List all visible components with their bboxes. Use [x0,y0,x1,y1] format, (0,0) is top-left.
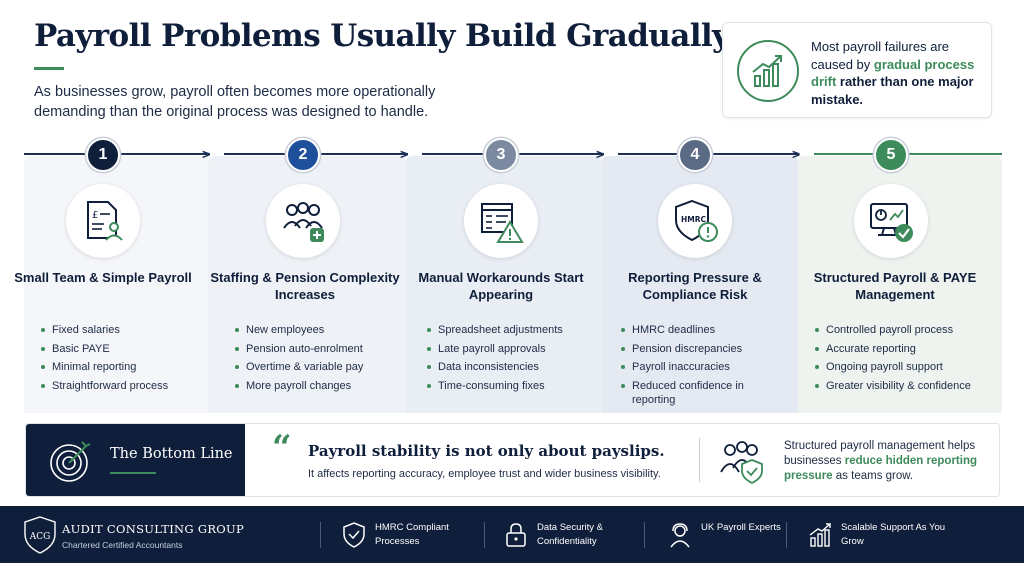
list-item: Data inconsistencies [426,358,606,377]
list-item: Basic PAYE [40,340,220,359]
stage-4-title: Reporting Pressure & Compliance Risk [628,270,762,302]
list-item: Pension auto-enrolment [234,340,414,359]
step-number-1: 1 [86,138,120,172]
arrow-right-icon: > [596,146,605,162]
list-item: Payroll inaccuracies [620,358,780,377]
list-item: Reduced confidence in reporting [620,377,780,407]
page-title: Payroll Problems Usually Build Gradually [34,18,730,54]
list-item: Fixed salaries [40,321,220,340]
list-item: Straightforward process [40,377,220,396]
callout-text: Most payroll failures are caused by grad… [811,39,975,107]
insight-callout: Most payroll failures are caused by grad… [722,22,992,118]
people-add-icon [266,184,340,258]
stage-1-title: Small Team & Simple Payroll [14,270,192,285]
list-item: Greater visibility & confidence [814,377,1000,396]
bottom-line-subline: It affects reporting accuracy, employee … [308,468,661,480]
step-number-5: 5 [874,138,908,172]
page-subtitle: As businesses grow, payroll often become… [34,84,436,120]
list-item: Controlled payroll process [814,321,1000,340]
acg-logo-icon: ACG [24,516,56,559]
arrow-right-icon: > [792,146,801,162]
monitor-check-icon [854,184,928,258]
person-headset-icon [670,523,690,548]
padlock-icon [506,523,526,547]
list-item: Ongoing payroll support [814,358,1000,377]
arrow-right-icon: > [202,146,211,162]
stage-4-list: HMRC deadlines Pension discrepancies Pay… [620,321,780,407]
list-item: Minimal reporting [40,358,220,377]
target-icon [50,441,91,482]
company-name: AUDIT CONSULTING GROUP [62,522,245,536]
shield-check-icon [343,522,365,548]
stage-5-title: Structured Payroll & PAYE Management [813,270,977,302]
title-underline [34,67,64,70]
list-item: New employees [234,321,414,340]
quote-mark: “ [272,428,292,468]
bottom-line-label: The Bottom Line [110,446,233,462]
bottom-line-summary: Structured payroll management helps busi… [784,440,977,482]
payroll-stages: > > > > 1 2 3 4 5 £ [14,138,1002,413]
list-item: HMRC deadlines [620,321,780,340]
team-shield-icon [718,438,766,489]
list-item: Pension discrepancies [620,340,780,359]
stage-1-list: Fixed salaries Basic PAYE Minimal report… [40,321,220,395]
footer-bar: ACG AUDIT CONSULTING GROUP Chartered Cer… [0,506,1024,563]
bottom-line-label-panel: The Bottom Line [26,424,245,496]
list-item: Spreadsheet adjustments [426,321,606,340]
stage-3-list: Spreadsheet adjustments Late payroll app… [426,321,606,395]
stage-5-list: Controlled payroll process Accurate repo… [814,321,1000,395]
step-number-4: 4 [678,138,712,172]
list-item: Late payroll approvals [426,340,606,359]
bottom-line-headline: Payroll stability is not only about pays… [308,442,665,460]
step-number-3: 3 [484,138,518,172]
svg-text:£: £ [92,210,98,221]
svg-text:ACG: ACG [29,532,51,542]
list-item: Accurate reporting [814,340,1000,359]
growth-chart-icon [809,523,831,547]
bottom-line-banner: The Bottom Line “ Payroll stability is n… [25,423,1000,497]
document-person-icon: £ [66,184,140,258]
stage-2-list: New employees Pension auto-enrolment Ove… [234,321,414,395]
arrow-right-icon: > [400,146,409,162]
list-item: Time-consuming fixes [426,377,606,396]
list-item: Overtime & variable pay [234,358,414,377]
stage-2-title: Staffing & Pension Complexity Increases [210,270,400,302]
step-number-2: 2 [286,138,320,172]
trend-up-icon [737,40,799,102]
stage-3-title: Manual Workarounds Start Appearing [418,270,584,302]
svg-text:HMRC: HMRC [681,215,707,224]
list-item: More payroll changes [234,377,414,396]
hmrc-shield-icon: HMRC [658,184,732,258]
company-tagline: Chartered Certified Accountants [62,540,183,550]
spreadsheet-warning-icon [464,184,538,258]
